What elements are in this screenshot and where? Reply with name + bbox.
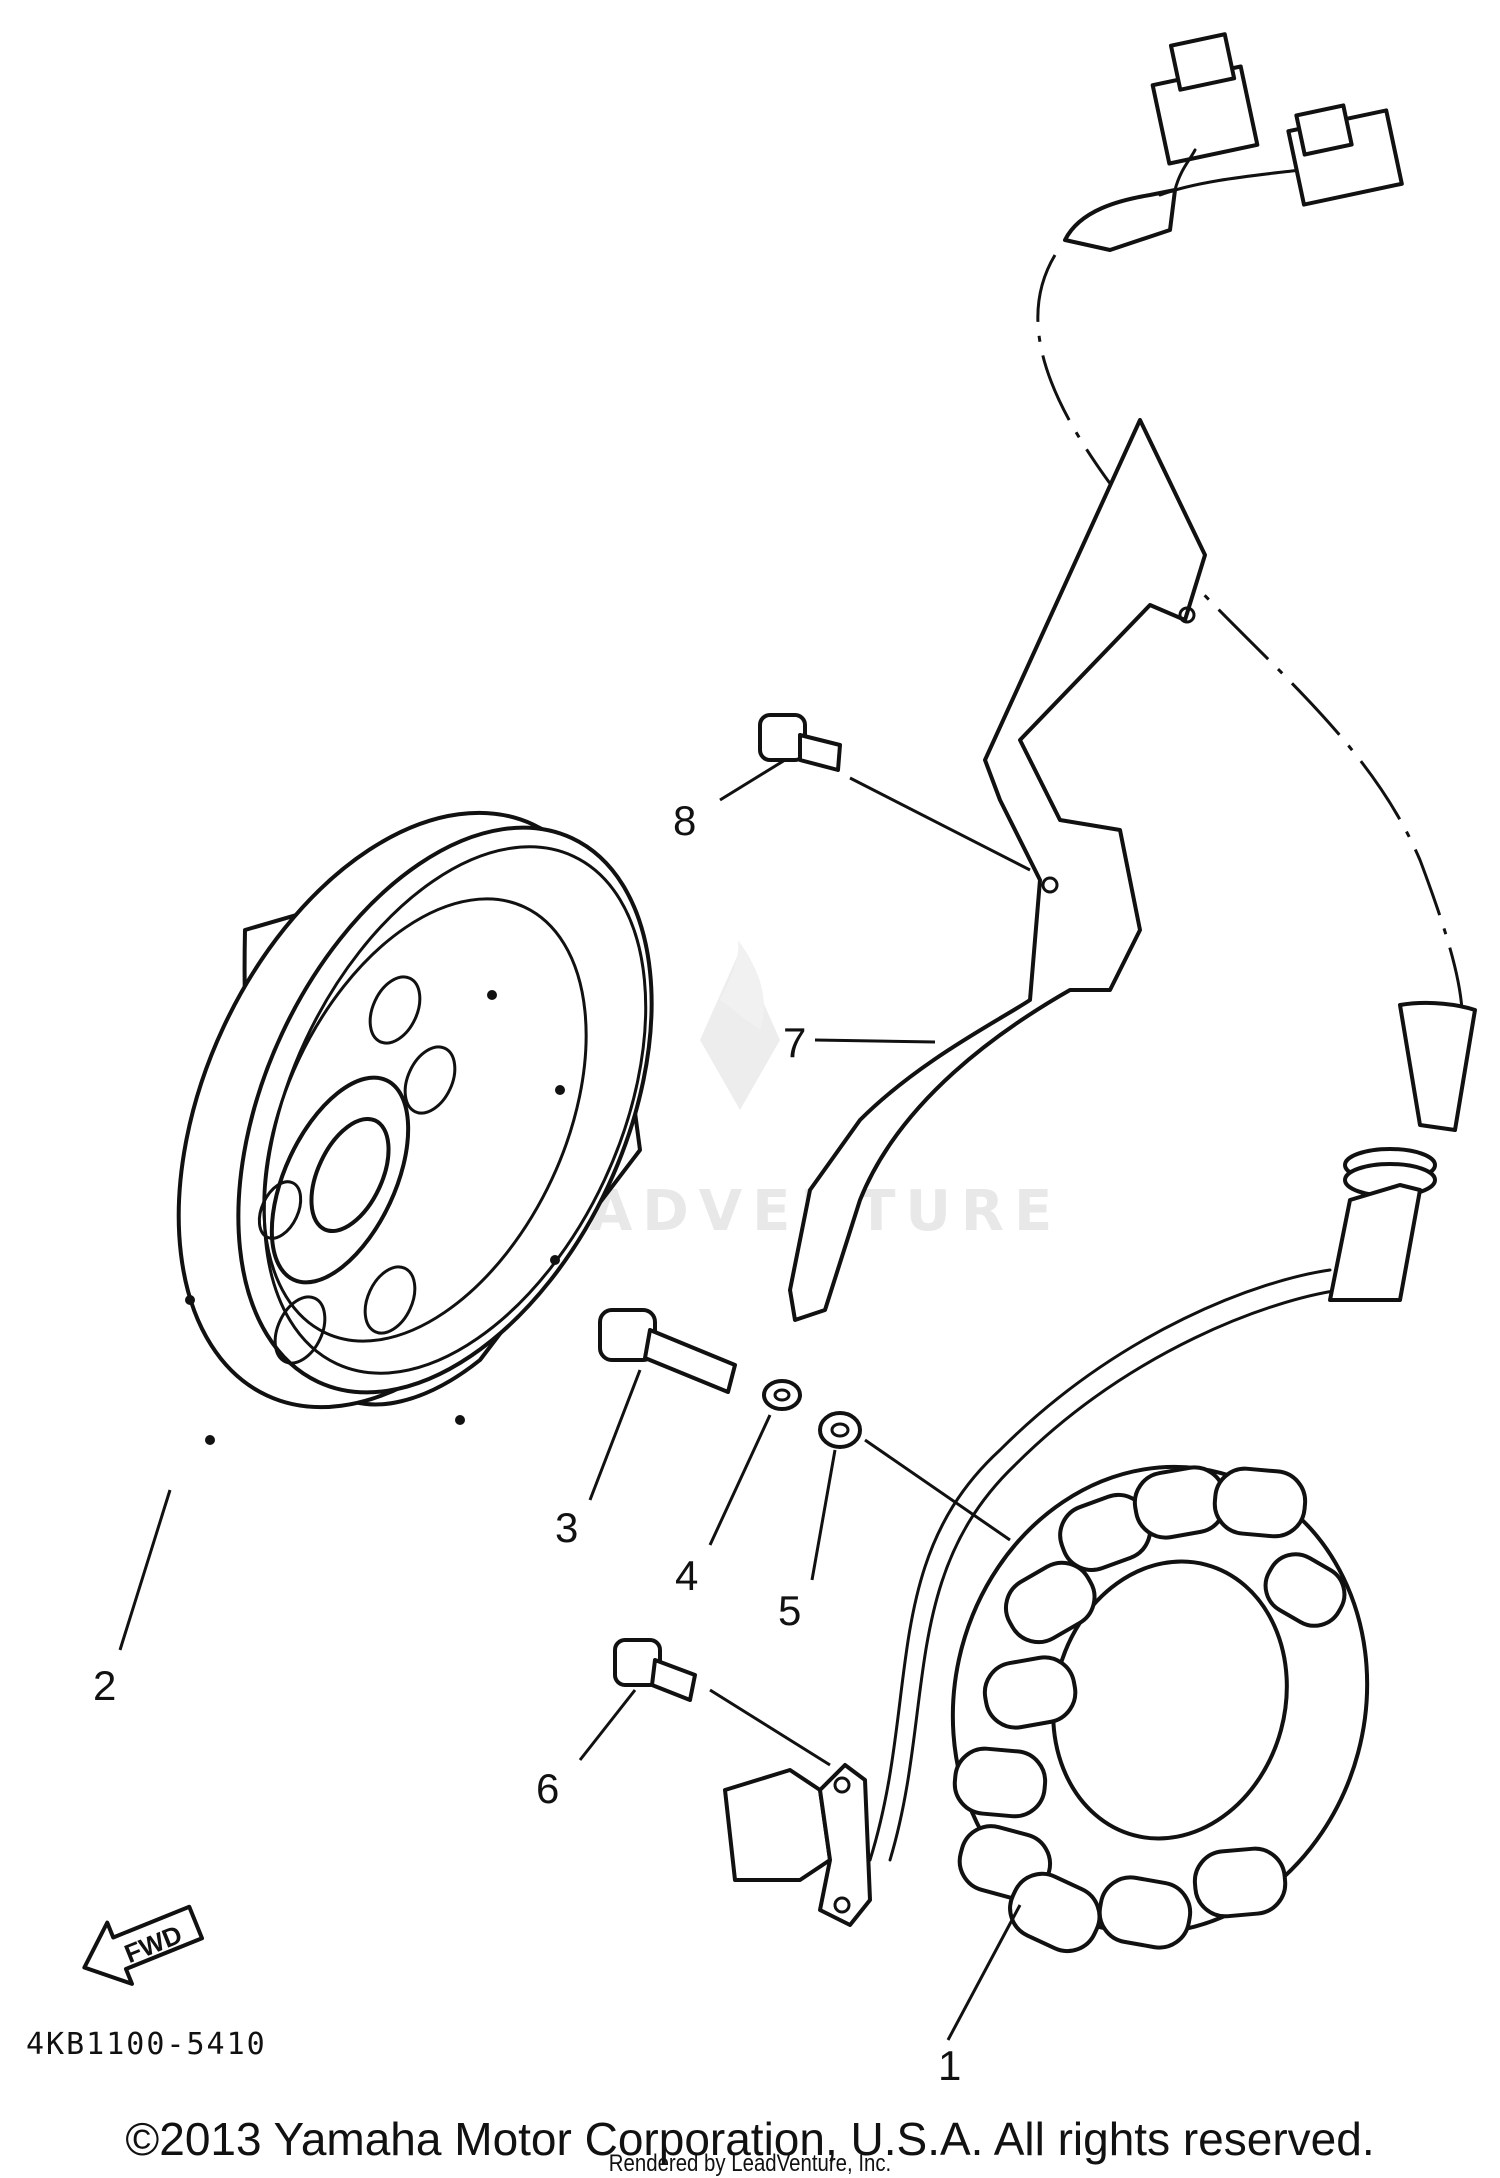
- washer-4: [762, 1379, 802, 1411]
- rendered-by-notice: Rendered by LeadVenture, Inc.: [608, 2150, 892, 2177]
- harness-wire: [1036, 254, 1464, 1011]
- bolt-3: [598, 1308, 737, 1394]
- callout-7: 7: [783, 1019, 806, 1066]
- callout-8: 8: [673, 797, 696, 844]
- callout-1: 1: [938, 2042, 961, 2089]
- stator-coil: [868, 1000, 1477, 1954]
- flywheel-rotor: [176, 810, 654, 1445]
- callout-4: 4: [675, 1552, 698, 1599]
- callout-3: 3: [555, 1504, 578, 1551]
- callout-6: 6: [536, 1765, 559, 1812]
- copyright-notice: ©2013 Yamaha Motor Corporation, U.S.A. A…: [125, 2113, 1375, 2165]
- washer-5: [818, 1411, 862, 1449]
- bolt-6: [613, 1638, 697, 1702]
- diagram-code: 4KB1100-5410: [26, 2027, 267, 2062]
- pickup-coil: [723, 1763, 872, 1927]
- bolt-8: [758, 713, 842, 772]
- callout-5: 5: [778, 1587, 801, 1634]
- coupler-connectors: [1063, 32, 1404, 252]
- stator-bracket: [788, 418, 1207, 1322]
- callout-2: 2: [93, 1662, 116, 1709]
- fwd-arrow-icon: FWD: [82, 1904, 204, 1986]
